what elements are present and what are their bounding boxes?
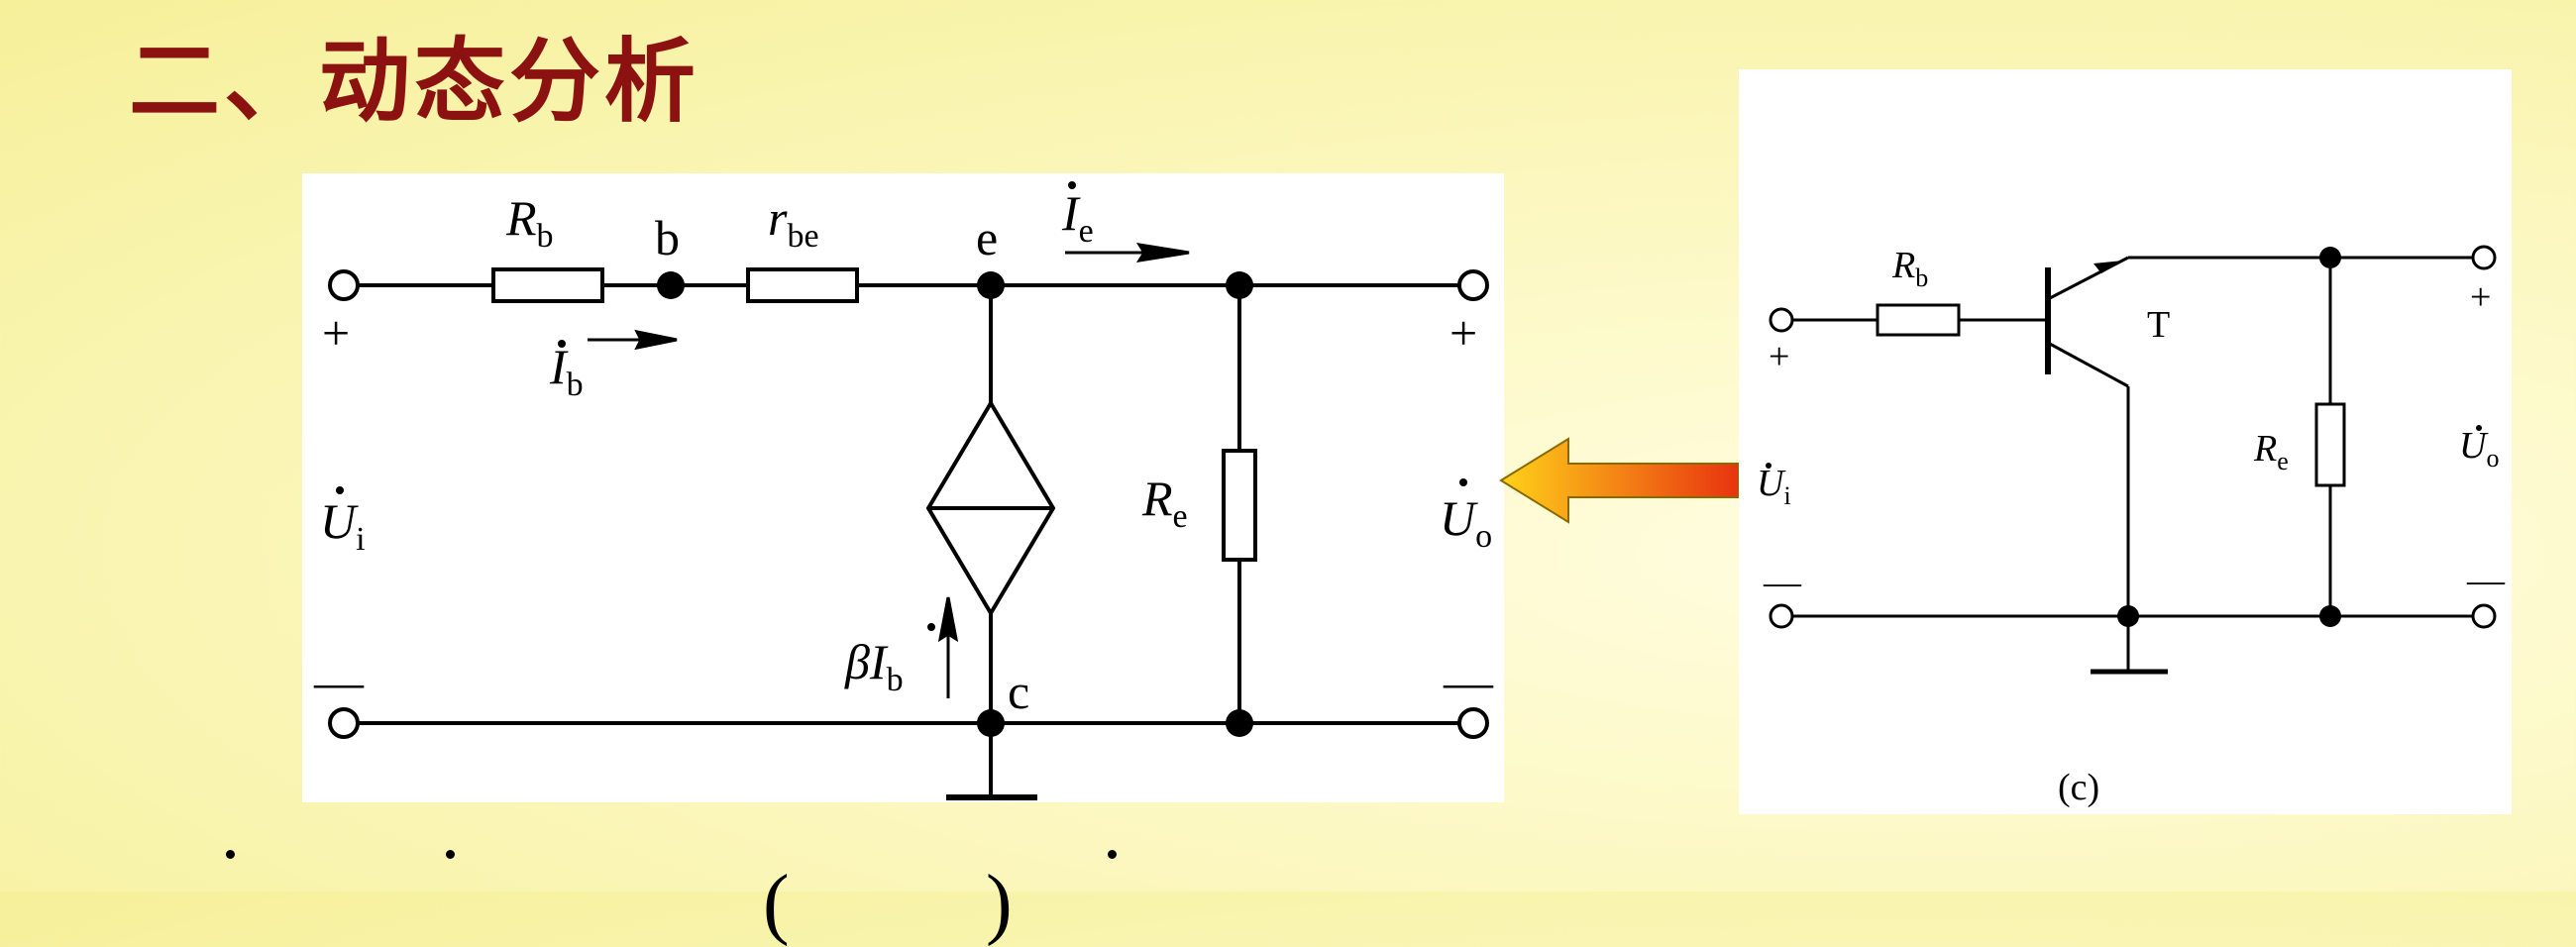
original-circuit-panel: Rb T Re Ui Uo + + — — (c) <box>1739 69 2512 814</box>
label-node-b: b <box>655 210 680 265</box>
node-re-bottom-dot <box>2319 605 2341 627</box>
left-arrow-icon <box>1499 437 1740 524</box>
resistor-re <box>2314 402 2346 487</box>
node-b-dot <box>657 271 685 299</box>
output-terminal-bottom <box>2471 603 2497 629</box>
equation-dot <box>1108 850 1117 859</box>
label-node-c: c <box>1008 664 1029 719</box>
ie-arrow-icon <box>1135 242 1190 263</box>
label-transistor: T <box>2147 304 2170 346</box>
input-terminal-top <box>1769 307 1794 333</box>
label-ui: Ui <box>320 493 366 558</box>
label-rbe: rbe <box>768 190 819 255</box>
node-emitter-dot <box>2319 247 2341 268</box>
output-minus-sign: — <box>1443 654 1494 709</box>
input-minus-sign: — <box>1763 562 1802 603</box>
input-terminal-top <box>328 269 360 301</box>
figure-caption: (c) <box>2058 767 2099 808</box>
label-uo: Uo <box>2459 425 2499 473</box>
input-terminal-bottom <box>1769 603 1794 629</box>
output-plus-sign: + <box>1449 305 1477 361</box>
equation-paren-right: ) <box>986 860 1013 947</box>
ib-arrow-icon <box>634 329 678 351</box>
output-minus-sign: — <box>2466 560 2506 601</box>
equation-dot <box>446 850 455 859</box>
output-terminal-bottom <box>1457 707 1489 739</box>
label-uo: Uo <box>1440 490 1492 555</box>
resistor-rb <box>1876 303 1961 337</box>
resistor-re <box>1222 449 1257 562</box>
label-rb: Rb <box>1891 245 1928 292</box>
node-e-dot <box>977 271 1005 299</box>
input-minus-sign: — <box>313 654 365 709</box>
label-re: Re <box>2253 428 2289 475</box>
label-ie: Ie <box>1061 185 1094 250</box>
node-re-bottom-dot <box>1226 709 1253 737</box>
node-c-dot <box>977 709 1005 737</box>
resistor-rb <box>491 267 604 303</box>
output-terminal-top <box>1457 269 1489 301</box>
output-plus-sign: + <box>2470 276 2491 318</box>
common-collector-circuit-diagram: Rb T Re Ui Uo + + — — (c) <box>1757 245 2506 808</box>
equivalent-circuit-panel: Rb b rbe e Ie Ib Ui Uo Re βIb c + + — — <box>302 173 1504 802</box>
equation-dot <box>226 850 235 859</box>
node-re-top-dot <box>1226 271 1253 299</box>
input-terminal-bottom <box>328 707 360 739</box>
label-ui: Ui <box>1757 463 1791 510</box>
label-ib: Ib <box>549 339 584 403</box>
node-collector-dot <box>2117 605 2139 627</box>
beta-ib-arrow-icon <box>937 596 959 643</box>
label-re: Re <box>1141 471 1188 535</box>
emitter-arrow-icon <box>2093 261 2123 273</box>
equation-paren-left: ( <box>763 860 790 947</box>
input-plus-sign: + <box>1769 336 1789 377</box>
label-rb: Rb <box>505 190 554 255</box>
resistor-rbe <box>746 267 859 303</box>
slide-title: 二、动态分析 <box>129 29 700 135</box>
label-beta-ib: βIb <box>844 634 904 698</box>
output-terminal-top <box>2471 245 2497 270</box>
equivalent-circuit-diagram: Rb b rbe e Ie Ib Ui Uo Re βIb c + + — — <box>313 181 1494 800</box>
label-node-e: e <box>976 210 998 265</box>
input-plus-sign: + <box>322 305 350 361</box>
